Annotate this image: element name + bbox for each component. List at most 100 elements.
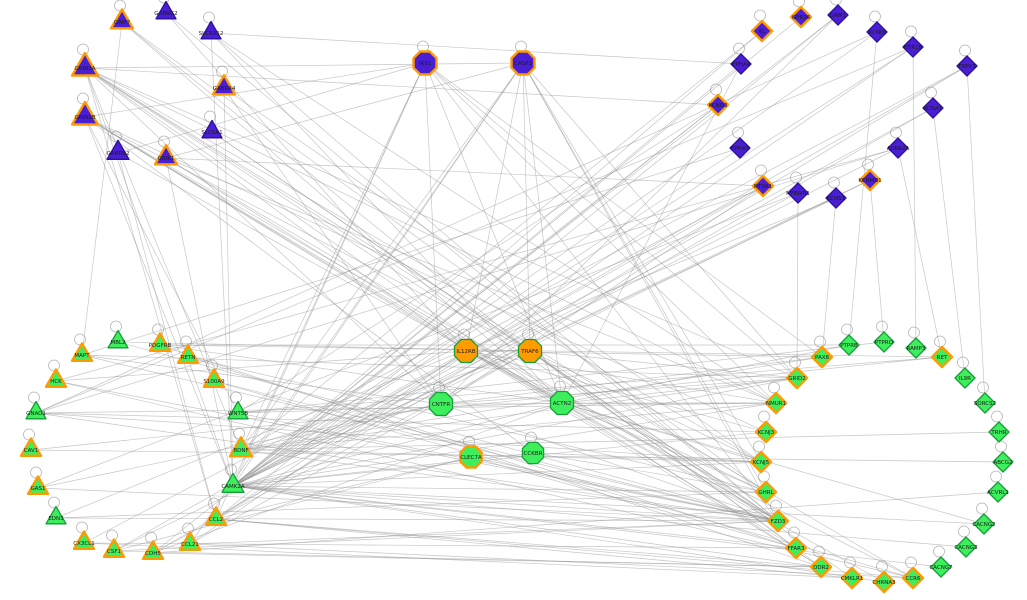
node-CASP3[interactable] <box>510 50 536 76</box>
edge <box>237 356 943 414</box>
node-HTR1B[interactable] <box>902 36 924 58</box>
node-FFAR3[interactable] <box>784 536 808 560</box>
node-CSF1[interactable] <box>102 538 126 558</box>
node-label-KL: KL <box>759 29 767 35</box>
node-MAPT[interactable] <box>70 342 94 362</box>
node-KCNS1[interactable] <box>825 187 847 209</box>
node-ACVRL1[interactable] <box>987 481 1009 503</box>
self-loop <box>753 440 765 453</box>
node-label-GABRB2: GABRB2 <box>107 151 130 157</box>
node-ADRA2A[interactable] <box>887 137 909 159</box>
node-GRIN2A[interactable] <box>70 51 100 77</box>
node-IRS1[interactable] <box>412 50 438 76</box>
node-PDGFRB[interactable] <box>148 332 172 352</box>
node-NPBWR1[interactable] <box>787 182 809 204</box>
node-BDNF[interactable] <box>228 436 254 458</box>
edge <box>55 350 467 382</box>
node-GAS1[interactable] <box>26 475 50 495</box>
edge <box>529 350 779 522</box>
edge <box>232 461 762 487</box>
node-HCK[interactable] <box>44 368 68 388</box>
node-SLC6A1[interactable] <box>201 119 223 139</box>
node-KCNJ9[interactable] <box>866 21 888 43</box>
node-CDH5[interactable] <box>141 540 165 560</box>
self-loop <box>754 9 766 22</box>
edge <box>240 431 1000 451</box>
node-GRM1[interactable] <box>827 4 849 26</box>
edge <box>232 485 942 568</box>
edge <box>81 147 741 356</box>
node-KL[interactable] <box>750 19 774 43</box>
edge <box>84 67 777 404</box>
node-TRHR[interactable] <box>988 421 1010 443</box>
node-CAMK2A[interactable] <box>221 472 245 493</box>
node-PAX8[interactable] <box>810 345 834 369</box>
node-PTPRB[interactable] <box>838 334 860 356</box>
node-ACTN2[interactable] <box>549 390 575 416</box>
node-MBL2[interactable] <box>107 329 129 349</box>
node-TRPV1[interactable] <box>956 55 978 77</box>
node-RETN[interactable] <box>176 344 200 364</box>
edge <box>84 116 779 522</box>
node-S100A9[interactable] <box>202 368 226 388</box>
node-EPHA7[interactable] <box>729 137 751 159</box>
node-TRAF6[interactable] <box>517 338 543 364</box>
edge <box>869 179 885 343</box>
node-GPR26[interactable] <box>789 5 813 29</box>
node-GABRB2[interactable] <box>106 139 130 160</box>
node-label-CAMK2A: CAMK2A <box>221 484 244 490</box>
node-EPHA4[interactable] <box>730 53 752 75</box>
node-CCKBR[interactable] <box>521 441 545 465</box>
node-CLEC7A[interactable] <box>459 445 483 469</box>
edge <box>215 14 839 520</box>
node-FZD3[interactable] <box>766 509 790 533</box>
edge <box>35 412 767 433</box>
node-CCL21[interactable] <box>178 531 202 551</box>
node-SORCS2[interactable] <box>974 392 996 414</box>
node-NTSR1[interactable] <box>751 174 775 198</box>
node-GRIK1[interactable] <box>153 144 179 166</box>
node-CCR6[interactable] <box>901 566 925 590</box>
node-CACNG3[interactable] <box>955 536 977 558</box>
node-GRID2[interactable] <box>785 366 809 390</box>
edge <box>232 107 934 487</box>
node-CMKLR1[interactable] <box>840 566 864 590</box>
node-ABCG2[interactable] <box>992 451 1014 473</box>
edge <box>81 354 442 405</box>
node-CCL2[interactable] <box>204 506 228 526</box>
node-CAV1[interactable] <box>19 437 43 457</box>
node-DDR2[interactable] <box>809 555 833 579</box>
self-loop <box>758 470 770 483</box>
node-GHRL[interactable] <box>754 480 778 504</box>
node-CHRNA3[interactable] <box>872 570 896 594</box>
node-GABRG2[interactable] <box>155 0 177 20</box>
edge <box>561 377 798 404</box>
node-KCNMB1[interactable] <box>858 168 882 192</box>
node-NMUR1[interactable] <box>764 391 788 415</box>
node-WNT5B[interactable] <box>227 400 249 420</box>
node-IL12RB[interactable] <box>453 338 479 364</box>
node-KCNQ3[interactable] <box>706 93 730 117</box>
node-CX3CL1[interactable] <box>72 530 96 550</box>
node-CACNG2[interactable] <box>973 513 995 535</box>
edge <box>561 63 742 404</box>
node-CACNG7[interactable] <box>930 556 952 578</box>
edge <box>215 518 914 579</box>
node-KCNJ5[interactable] <box>749 450 773 474</box>
node-KCNJ3[interactable] <box>754 420 778 444</box>
node-IL9R[interactable] <box>954 367 976 389</box>
node-RAMP3[interactable] <box>905 337 927 359</box>
node-GRM7[interactable] <box>109 8 135 30</box>
node-label-GRIK1: GRIK1 <box>158 156 175 162</box>
node-RET[interactable] <box>930 345 954 369</box>
node-PTPRO[interactable] <box>873 331 895 353</box>
node-GNAO1[interactable] <box>25 400 47 420</box>
edge <box>821 197 837 358</box>
node-KCNA1[interactable] <box>922 97 944 119</box>
node-SLC6A12[interactable] <box>200 20 222 40</box>
edge <box>522 62 563 404</box>
node-GABRA4[interactable] <box>211 74 237 96</box>
node-EDN3[interactable] <box>45 505 67 525</box>
node-GRIN2B[interactable] <box>70 100 100 126</box>
node-CNTFR[interactable] <box>428 391 454 417</box>
